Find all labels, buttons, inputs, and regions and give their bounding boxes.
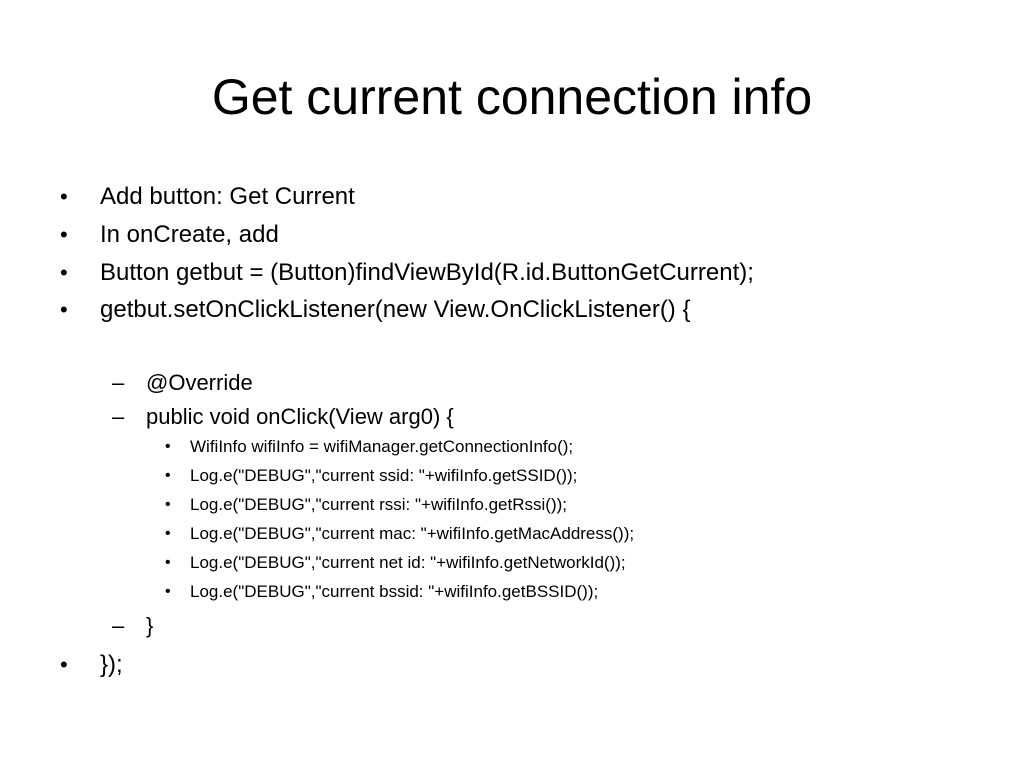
sub-bullet-onclick: public void onClick(View arg0) { xyxy=(146,404,454,429)
bullet-marker: • xyxy=(165,467,171,484)
slide-title: Get current connection info xyxy=(211,69,813,125)
code-line-mac: Log.e("DEBUG","current mac: "+wifiInfo.g… xyxy=(190,524,635,543)
bullet-add-button: Add button: Get Current xyxy=(100,183,355,210)
bullet-marker: • xyxy=(60,184,68,209)
bullet-oncreate: In onCreate, add xyxy=(100,221,279,248)
code-line-ssid: Log.e("DEBUG","current ssid: "+wifiInfo.… xyxy=(190,466,578,485)
bullet-marker: • xyxy=(60,222,68,247)
bullet-marker: • xyxy=(165,496,171,513)
bullet-marker: • xyxy=(165,525,171,542)
bullet-marker: • xyxy=(165,583,171,600)
bullet-marker: • xyxy=(60,297,68,322)
bullet-marker: • xyxy=(60,652,68,677)
dash-marker: – xyxy=(112,370,125,395)
bullet-close-listener: }); xyxy=(100,651,123,678)
bullet-set-listener: getbut.setOnClickListener(new View.OnCli… xyxy=(100,296,691,323)
code-line-rssi: Log.e("DEBUG","current rssi: "+wifiInfo.… xyxy=(190,495,567,514)
bullet-button-getbut: Button getbut = (Button)findViewById(R.i… xyxy=(100,259,754,286)
bullet-marker: • xyxy=(165,554,171,571)
dash-marker: – xyxy=(112,404,125,429)
bullet-marker: • xyxy=(60,260,68,285)
bullet-marker: • xyxy=(165,438,171,455)
dash-marker: – xyxy=(112,613,125,638)
code-line-bssid: Log.e("DEBUG","current bssid: "+wifiInfo… xyxy=(190,582,599,601)
code-line-net-id: Log.e("DEBUG","current net id: "+wifiInf… xyxy=(190,553,626,572)
code-line-wifiinfo: WifiInfo wifiInfo = wifiManager.getConne… xyxy=(190,437,574,456)
sub-bullet-close-brace: } xyxy=(146,613,154,638)
sub-bullet-override: @Override xyxy=(146,370,253,395)
